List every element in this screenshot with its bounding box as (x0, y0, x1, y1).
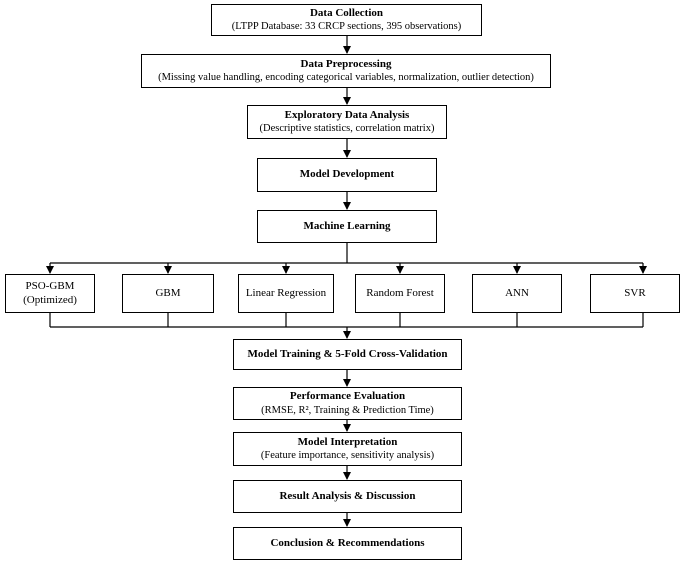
data-collection-subtitle: (LTPP Database: 33 CRCP sections, 395 ob… (231, 21, 462, 33)
data-preprocessing-subtitle: (Missing value handling, encoding catego… (158, 72, 534, 84)
model-label-pso-gbm: PSO-GBM (25, 279, 75, 292)
performance-title: Performance Evaluation (289, 390, 406, 403)
conclusion-title: Conclusion & Recommendations (270, 536, 425, 549)
model-development-box: Model Development (257, 158, 437, 192)
data-collection-box: Data Collection (LTPP Database: 33 CRCP … (211, 4, 482, 36)
model-sublabel-pso-gbm: (Optimized) (23, 293, 77, 306)
machine-learning-title: Machine Learning (303, 219, 391, 232)
model-box-linear-regression: Linear Regression (238, 274, 334, 313)
model-box-gbm: GBM (122, 274, 214, 313)
model-label-random-forest: Random Forest (366, 286, 434, 299)
conclusion-box: Conclusion & Recommendations (233, 527, 462, 560)
eda-title: Exploratory Data Analysis (284, 108, 410, 121)
model-label-ann: ANN (505, 286, 529, 299)
model-box-svr: SVR (590, 274, 680, 313)
interpretation-subtitle: (Feature importance, sensitivity analysi… (260, 450, 435, 462)
result-analysis-box: Result Analysis & Discussion (233, 480, 462, 513)
data-preprocessing-box: Data Preprocessing (Missing value handli… (141, 54, 551, 88)
eda-subtitle: (Descriptive statistics, correlation mat… (259, 123, 435, 135)
performance-subtitle: (RMSE, R², Training & Prediction Time) (261, 404, 434, 416)
performance-box: Performance Evaluation (RMSE, R², Traini… (233, 387, 462, 420)
machine-learning-box: Machine Learning (257, 210, 437, 243)
model-label-svr: SVR (624, 286, 646, 299)
result-analysis-title: Result Analysis & Discussion (279, 489, 416, 502)
model-development-title: Model Development (299, 168, 395, 181)
data-collection-title: Data Collection (309, 6, 383, 19)
interpretation-box: Model Interpretation (Feature importance… (233, 432, 462, 466)
eda-box: Exploratory Data Analysis (Descriptive s… (247, 105, 447, 139)
training-title: Model Training & 5-Fold Cross-Validation (247, 347, 448, 360)
data-preprocessing-title: Data Preprocessing (300, 57, 392, 70)
model-label-gbm: GBM (155, 286, 181, 299)
model-box-pso-gbm: PSO-GBM (Optimized) (5, 274, 95, 313)
training-box: Model Training & 5-Fold Cross-Validation (233, 339, 462, 370)
model-box-ann: ANN (472, 274, 562, 313)
model-box-random-forest: Random Forest (355, 274, 445, 313)
model-label-linear-regression: Linear Regression (245, 286, 327, 299)
interpretation-title: Model Interpretation (297, 435, 398, 448)
